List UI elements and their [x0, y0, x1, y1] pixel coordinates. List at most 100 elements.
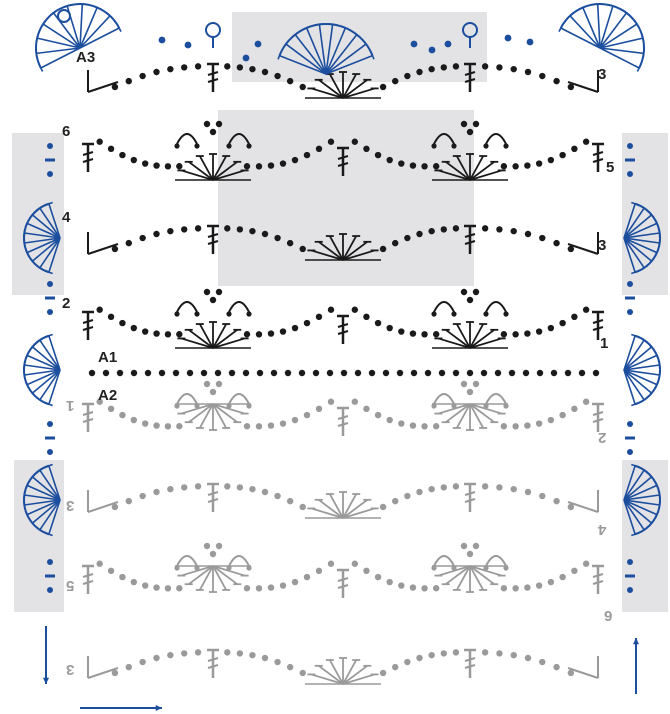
edge-tip: [41, 21, 45, 28]
chain-stitch: [142, 420, 148, 426]
picot-loop: [483, 302, 508, 317]
double-crochet-stitch: [207, 650, 219, 678]
edge-tip: [36, 34, 38, 42]
edge-spoke: [561, 28, 600, 48]
chain-stitch: [244, 331, 250, 337]
chain-stitch: [139, 493, 145, 499]
edge-tip: [63, 5, 71, 7]
chain-stitch: [224, 225, 230, 231]
picot-loop: [174, 134, 199, 149]
chain-stitch: [256, 163, 262, 169]
chain-stitch: [404, 493, 410, 499]
edge-tip: [643, 49, 644, 57]
chain-stitch: [262, 69, 268, 75]
chain-stitch: [416, 655, 422, 661]
chain-stitch: [525, 489, 531, 495]
picot-loop: [226, 556, 251, 571]
chain-stitch: [47, 171, 53, 177]
fan-spoke: [343, 500, 367, 518]
chain-stitch: [392, 78, 398, 84]
chain-stitch: [410, 330, 416, 336]
double-crochet-stitch: [592, 404, 604, 432]
chain-stitch: [537, 370, 543, 376]
edge-spoke: [570, 16, 600, 48]
chain-stitch: [363, 314, 369, 320]
chain-stitch: [503, 565, 508, 570]
chain-stitch: [274, 73, 280, 79]
fan-spoke: [189, 330, 213, 348]
chain-stitch: [119, 152, 125, 158]
chain-stitch: [262, 231, 268, 237]
chain-stitch: [627, 559, 633, 565]
chain-stitch: [304, 152, 310, 158]
chain-stitch: [244, 585, 250, 591]
chain-stitch: [441, 484, 447, 490]
chain-stitch: [210, 129, 216, 135]
chain-stitch: [495, 370, 501, 376]
chain-stitch: [431, 403, 436, 408]
chain-stitch: [352, 561, 358, 567]
chain-stitch: [300, 504, 306, 510]
chain-stitch: [453, 483, 459, 489]
chain-stitch: [352, 399, 358, 405]
chain-stitch: [287, 240, 293, 246]
fan-stitch: [175, 404, 251, 430]
chain-stitch: [363, 146, 369, 152]
chain-stitch: [539, 73, 545, 79]
chain-stitch: [316, 568, 322, 574]
chain-stitch: [249, 486, 255, 492]
chain-stitch: [300, 670, 306, 676]
chain-stitch: [375, 574, 381, 580]
chain-stitch: [428, 486, 434, 492]
chain-stitch: [380, 246, 386, 252]
chain-stitch: [548, 417, 554, 423]
chain-stitch: [482, 225, 488, 231]
chain-stitch: [256, 331, 262, 337]
chain-stitch: [467, 297, 473, 303]
picot-arc: [177, 302, 197, 312]
chain-stitch: [503, 143, 508, 148]
picot-loop: [226, 394, 251, 409]
chain-stitch: [300, 246, 306, 252]
chain-stitch: [142, 328, 148, 334]
picot-loop: [174, 302, 199, 317]
fan-spoke: [446, 330, 470, 348]
chain-stitch: [503, 311, 508, 316]
chain-stitch: [482, 63, 488, 69]
chain-stitch: [524, 584, 530, 590]
row-label-2: 2: [62, 296, 70, 311]
chain-stitch: [565, 370, 571, 376]
label-a2: A2: [98, 388, 117, 403]
picot-loop: [483, 134, 508, 149]
chain-stitch: [482, 483, 488, 489]
chain-stitch: [525, 69, 531, 75]
chain-stitch: [583, 561, 589, 567]
row-label-5-inverted: 5: [66, 578, 74, 593]
chain-stitch: [145, 370, 151, 376]
chain-stitch: [108, 406, 114, 412]
chain-stitch: [539, 235, 545, 241]
chain-stitch: [352, 139, 358, 145]
fan-stitch: [175, 322, 251, 348]
chain-stitch: [421, 331, 427, 337]
foundation-chain: [89, 370, 599, 376]
chain-stitch: [139, 235, 145, 241]
chain-stitch: [398, 328, 404, 334]
chain-stitch: [461, 543, 467, 549]
chain-stitch: [392, 240, 398, 246]
chain-stitch: [523, 370, 529, 376]
edge-tip: [642, 34, 644, 42]
fan-spoke: [213, 330, 237, 348]
chain-stitch: [119, 320, 125, 326]
chain-stitch: [195, 649, 201, 655]
chain-stitch: [117, 370, 123, 376]
fan-spoke: [189, 404, 213, 422]
chain-stitch: [119, 412, 125, 418]
chain-stitch: [496, 484, 502, 490]
chain-stitch: [280, 160, 286, 166]
chain-stitch: [153, 231, 159, 237]
chain-stitch: [551, 370, 557, 376]
chain-stitch: [195, 225, 201, 231]
chain-stitch: [571, 568, 577, 574]
double-crochet-stitch: [337, 570, 349, 598]
